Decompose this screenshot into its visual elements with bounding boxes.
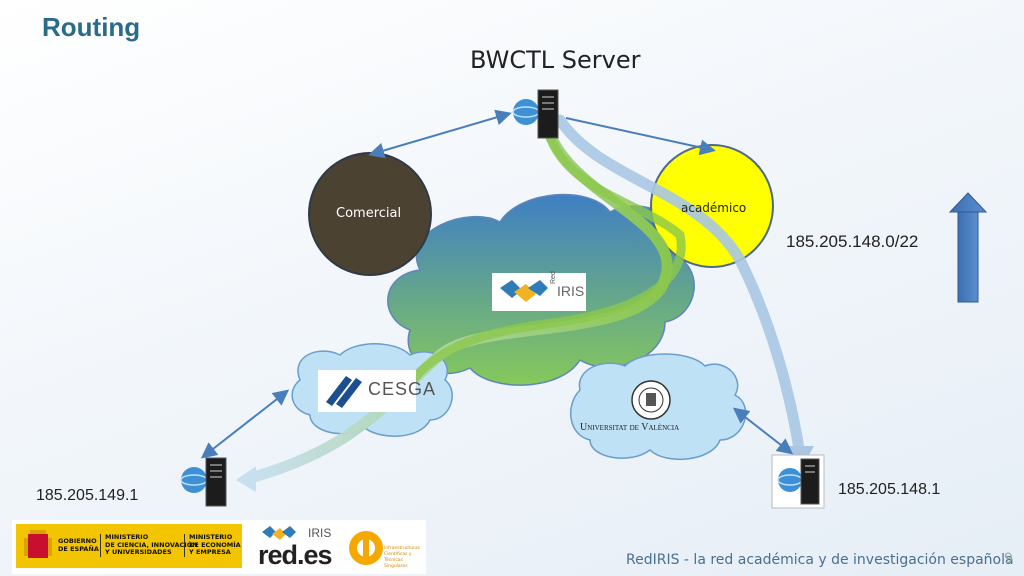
left-host-address: 185.205.149.1 bbox=[36, 487, 139, 504]
icts-logo-icon bbox=[349, 531, 383, 565]
cesga-logo bbox=[318, 370, 416, 412]
bwctl-server-title: BWCTL Server bbox=[470, 46, 641, 74]
right-host-address: 185.205.148.1 bbox=[838, 481, 941, 498]
slide-title: Routing bbox=[42, 12, 141, 42]
route-path-left-green bbox=[395, 113, 686, 405]
gov-label-3-line-2: DE ECONOMÍA bbox=[189, 540, 241, 549]
rediris-small-logo-icon bbox=[262, 526, 296, 540]
footer-logos: GOBIERNO DE ESPAÑA MINISTERIO DE CIENCIA… bbox=[12, 520, 426, 574]
link-server-comercial bbox=[368, 109, 512, 159]
gov-label-2-line-1: MINISTERIO bbox=[105, 533, 149, 541]
uv-seal-icon bbox=[631, 380, 671, 420]
link-server-academico bbox=[565, 117, 716, 156]
rediris-logo bbox=[492, 273, 586, 311]
academico-label: académico bbox=[681, 201, 747, 215]
gov-label-1-line-1: GOBIERNO bbox=[58, 537, 97, 545]
gov-label-3: MINISTERIO DE ECONOMÍA Y EMPRESA bbox=[184, 533, 241, 557]
left-host-server-icon bbox=[180, 457, 227, 507]
uv-label: Universitat de València bbox=[580, 422, 680, 433]
link-uv-righthost bbox=[732, 407, 794, 455]
rediris-logo-red: Red bbox=[550, 271, 557, 284]
cesga-label: CESGA bbox=[368, 379, 437, 399]
route-path-left bbox=[244, 112, 673, 484]
redes-logo-text: red.es bbox=[258, 540, 333, 570]
route-path-right bbox=[554, 114, 806, 461]
route-path-left-arrowhead bbox=[236, 466, 256, 492]
right-host-server-icon bbox=[771, 454, 825, 509]
government-logo-block bbox=[16, 524, 242, 568]
gov-label-1-line-2: DE ESPAÑA bbox=[58, 544, 99, 553]
rediris-small-logo-text: IRIS bbox=[308, 526, 332, 540]
gov-label-2-line-3: Y UNIVERSIDADES bbox=[105, 548, 172, 556]
rediris-logo-text: IRIS bbox=[557, 283, 585, 299]
bwctl-server-icon bbox=[512, 89, 559, 139]
gov-label-1: GOBIERNO DE ESPAÑA bbox=[58, 537, 99, 553]
coat-of-arms-icon bbox=[24, 530, 52, 558]
page-number: 9 bbox=[1004, 551, 1013, 567]
prefix-label: 185.205.148.0/22 bbox=[786, 232, 919, 251]
link-cesga-lefthost bbox=[200, 389, 290, 459]
gov-label-3-line-1: MINISTERIO bbox=[189, 533, 233, 541]
gov-label-2: MINISTERIO DE CIENCIA, INNOVACIÓN Y UNIV… bbox=[100, 533, 198, 557]
icts-label: Infraestructuras Científicas y Técnicas … bbox=[384, 546, 420, 569]
footer-text: RedIRIS - la red académica y de investig… bbox=[626, 552, 1014, 568]
gov-label-2-line-2: DE CIENCIA, INNOVACIÓN bbox=[105, 540, 198, 549]
gov-label-3-line-3: Y EMPRESA bbox=[189, 548, 231, 556]
up-arrow-icon bbox=[948, 192, 988, 303]
comercial-label: Comercial bbox=[336, 206, 402, 221]
